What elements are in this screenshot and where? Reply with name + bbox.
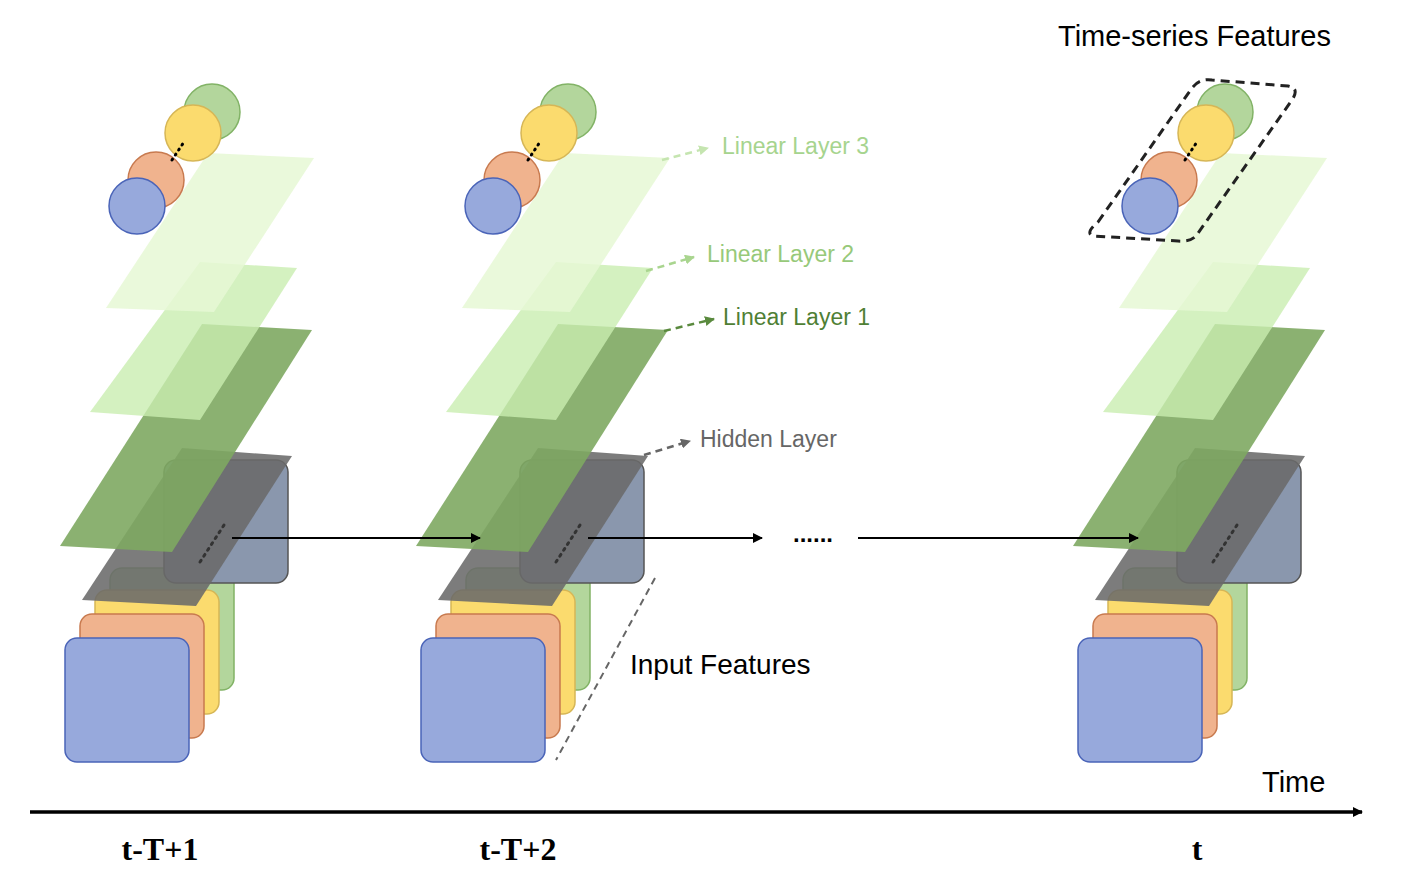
layer-label: Linear Layer 1	[723, 305, 870, 330]
layer-label: Linear Layer 3	[722, 134, 869, 159]
time-step: t-T+1	[122, 832, 199, 867]
leader-line	[662, 148, 708, 160]
axis-label: Time	[1262, 767, 1325, 799]
dashed-bracket	[1090, 80, 1295, 241]
ellipsis: ......	[793, 521, 833, 547]
time-step: t	[1192, 832, 1203, 867]
recurrent-arrow	[588, 537, 762, 539]
time-step: t-T+2	[480, 832, 557, 867]
leader-line	[664, 319, 714, 331]
leader-line	[646, 257, 694, 271]
time-axis	[30, 810, 1362, 814]
input-label: Input Features	[630, 650, 811, 681]
recurrent-arrow	[232, 537, 480, 539]
layer-label: Hidden Layer	[700, 427, 837, 452]
layer-label: Linear Layer 2	[707, 242, 854, 267]
group-title: Time-series Features	[1058, 21, 1331, 53]
leader-line	[644, 441, 690, 455]
recurrent-arrow	[858, 537, 1138, 539]
